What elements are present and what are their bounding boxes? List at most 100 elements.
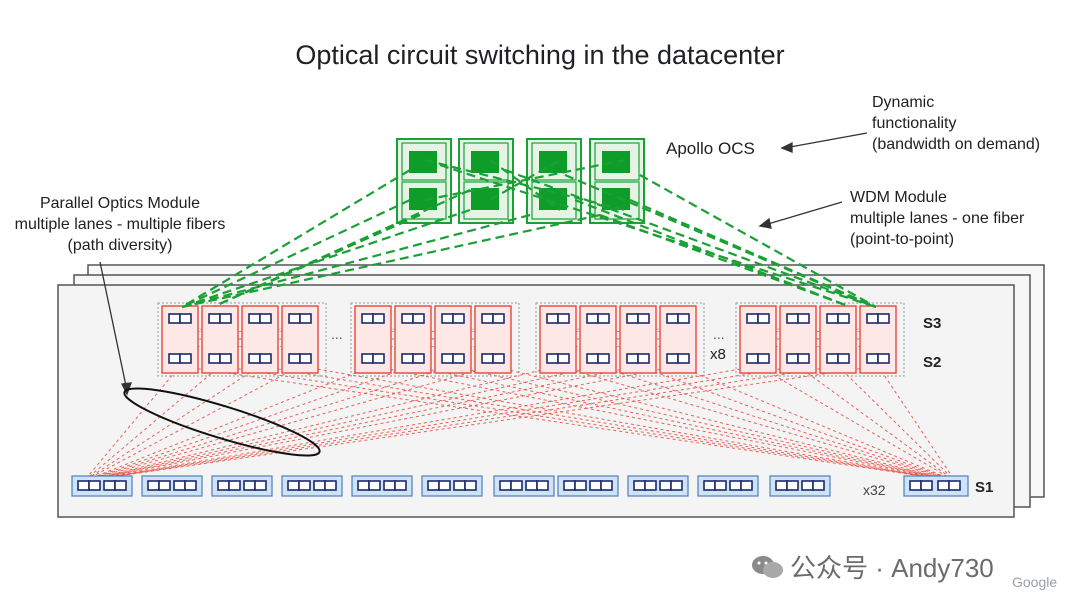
port-right <box>372 313 385 324</box>
s1-switch-11 <box>769 475 831 497</box>
port-right <box>740 480 753 491</box>
port-right <box>298 480 311 491</box>
port-right <box>184 480 197 491</box>
s1-switch-4 <box>281 475 343 497</box>
s2-s3-switch-groups <box>157 302 905 377</box>
parallel-link <box>83 365 599 482</box>
group-outline <box>535 302 705 377</box>
port-right <box>412 353 425 364</box>
port-left <box>441 313 454 324</box>
port-left <box>217 480 230 491</box>
ocs-mirror <box>602 151 630 173</box>
wdm-link <box>599 213 849 308</box>
port-right <box>368 480 381 491</box>
port-left <box>937 480 950 491</box>
port-right <box>644 480 657 491</box>
port-left <box>441 353 454 364</box>
port-left <box>633 480 646 491</box>
page-title: Optical circuit switching in the datacen… <box>295 40 785 70</box>
s1-switch-5 <box>351 475 413 497</box>
port-right <box>299 313 312 324</box>
port-right <box>948 480 961 491</box>
port-left <box>746 313 759 324</box>
port-right <box>597 353 610 364</box>
port-left <box>401 353 414 364</box>
port-right <box>597 313 610 324</box>
port-right <box>600 480 613 491</box>
mesh-link <box>372 323 494 355</box>
parallel-link <box>83 365 839 482</box>
port-right <box>492 353 505 364</box>
port-left <box>746 353 759 364</box>
port-left <box>909 480 922 491</box>
port-right <box>259 353 272 364</box>
ocs-mirror <box>409 151 437 173</box>
annotation-arrows <box>99 132 868 396</box>
port-right <box>492 313 505 324</box>
port-left <box>703 480 716 491</box>
port-left <box>826 353 839 364</box>
mesh-link <box>179 323 301 355</box>
port-left <box>666 313 679 324</box>
port-left <box>453 480 466 491</box>
port-right <box>452 313 465 324</box>
mesh-link <box>757 323 879 355</box>
port-right <box>299 353 312 364</box>
port-right <box>394 480 407 491</box>
mesh-link <box>557 323 679 355</box>
s3-label: S3 <box>923 315 942 332</box>
port-right <box>179 353 192 364</box>
port-left <box>208 353 221 364</box>
port-right <box>837 353 850 364</box>
port-right <box>574 480 587 491</box>
brand-logo-text: Google <box>1012 574 1058 590</box>
port-left <box>248 353 261 364</box>
wdm-link <box>214 188 471 308</box>
port-right <box>677 313 690 324</box>
port-left <box>499 480 512 491</box>
port-right <box>920 480 933 491</box>
s1-switch-7 <box>493 475 555 497</box>
port-left <box>626 353 639 364</box>
s1-switch-10 <box>697 475 759 497</box>
port-left <box>168 353 181 364</box>
parallel-link <box>83 365 181 482</box>
port-left <box>866 313 879 324</box>
port-right <box>536 480 549 491</box>
path-diversity-ellipse <box>123 387 321 457</box>
ocs-switch-2 <box>458 138 514 224</box>
group-outline <box>735 302 905 377</box>
wdm-link <box>574 198 849 308</box>
port-right <box>877 353 890 364</box>
ocs-cell <box>401 142 447 181</box>
port-right <box>557 313 570 324</box>
port-left <box>546 313 559 324</box>
port-left <box>361 353 374 364</box>
port-left <box>775 480 788 491</box>
port-left <box>801 480 814 491</box>
parallel-link <box>597 365 956 482</box>
s1-switch-8 <box>557 475 619 497</box>
port-right <box>757 353 770 364</box>
parallel-link <box>83 365 799 482</box>
wdm-links <box>181 158 877 309</box>
port-left <box>361 313 374 324</box>
port-right <box>757 313 770 324</box>
group-outline <box>350 302 520 377</box>
ocs-cell <box>594 142 640 181</box>
parallel-link <box>797 365 956 482</box>
port-right <box>412 313 425 324</box>
wdm-link <box>181 213 601 309</box>
port-left <box>103 480 116 491</box>
port-left <box>401 313 414 324</box>
port-right <box>510 480 523 491</box>
port-left <box>287 480 300 491</box>
port-right <box>877 313 890 324</box>
port-right <box>714 480 727 491</box>
wdm-link <box>504 168 877 309</box>
port-left <box>729 480 742 491</box>
port-left <box>243 480 256 491</box>
ocs-mirror <box>409 188 437 210</box>
watermark-text: 公众号 · Andy730 <box>790 553 994 583</box>
